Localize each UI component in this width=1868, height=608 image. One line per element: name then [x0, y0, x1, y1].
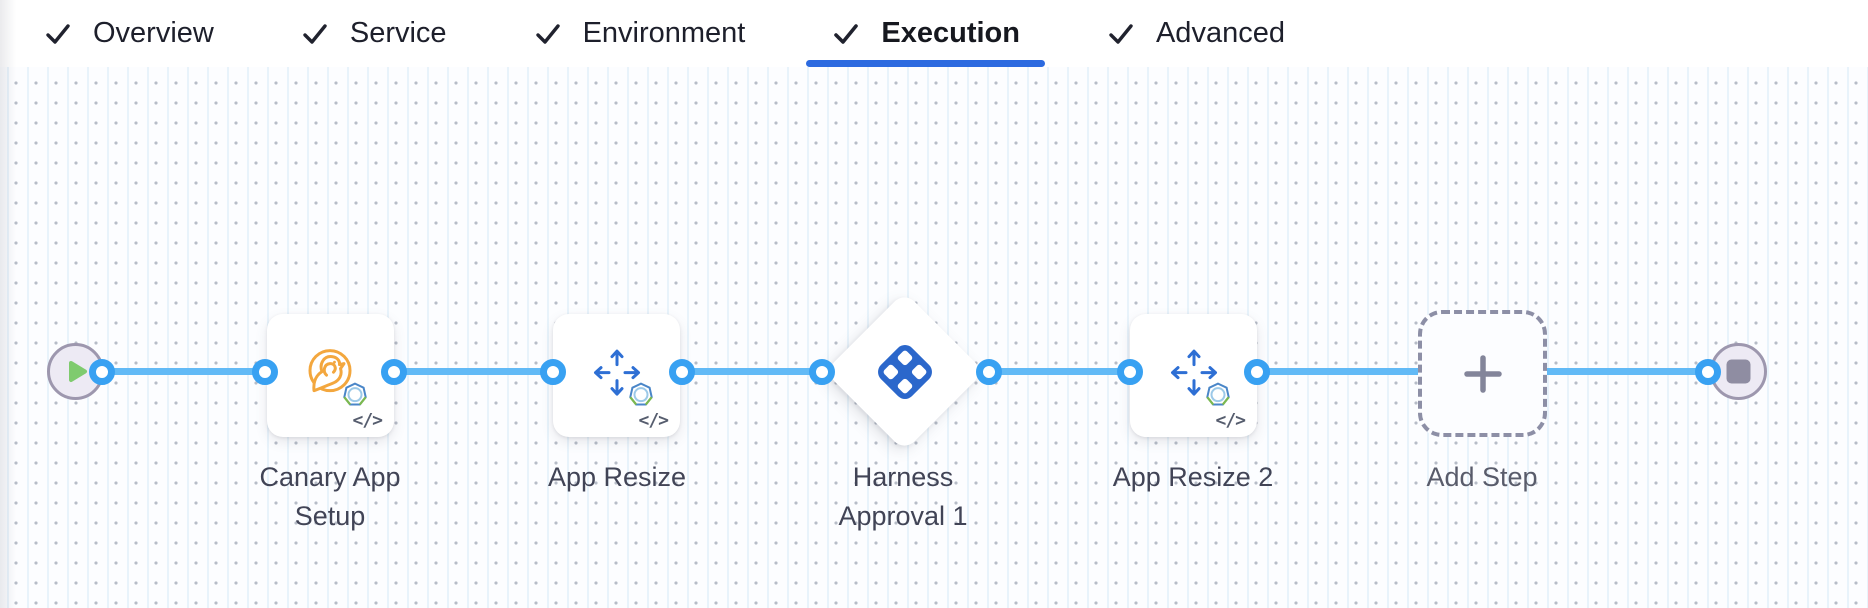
connector-port[interactable]	[89, 359, 115, 385]
code-template-icon: </>	[352, 410, 382, 431]
node-label-canary-app-setup: Canary App Setup	[259, 462, 401, 531]
code-template-icon: </>	[638, 410, 668, 431]
stop-icon	[1726, 359, 1751, 384]
check-icon	[535, 23, 560, 44]
connector-port[interactable]	[381, 359, 407, 385]
check-icon	[1109, 23, 1133, 44]
check-icon	[303, 23, 327, 44]
tab-execution[interactable]: Execution	[804, 0, 1047, 67]
approval-node-harness-approval-1[interactable]	[824, 291, 985, 452]
stage-tabbar: Overview Service Environment Execution A…	[0, 0, 1868, 67]
connector-port[interactable]	[809, 359, 835, 385]
plus-icon	[1463, 354, 1502, 393]
node-label-harness-approval-1: Harness Approval 1	[838, 462, 968, 531]
tab-label: Environment	[582, 17, 746, 49]
step-node-app-resize-2[interactable]: </>	[1130, 314, 1257, 437]
node-label-add-step: Add Step	[1426, 462, 1538, 492]
connector-port[interactable]	[976, 359, 1002, 385]
node-label-app-resize-2: App Resize 2	[1112, 462, 1274, 492]
check-icon	[46, 23, 70, 44]
connector-port[interactable]	[1244, 359, 1270, 385]
node-label-app-resize: App Resize	[547, 462, 687, 492]
left-panel-edge-shadow	[0, 0, 16, 608]
play-icon	[69, 361, 87, 382]
gear-icon	[1205, 381, 1231, 407]
code-template-icon: </>	[1215, 410, 1245, 431]
connector-port[interactable]	[669, 359, 695, 385]
tab-service[interactable]: Service	[273, 0, 474, 67]
step-node-app-resize[interactable]: </>	[553, 314, 680, 437]
resize-arrows-icon	[589, 344, 653, 406]
step-node-canary-app-setup[interactable]: </>	[267, 314, 394, 437]
connector-port[interactable]	[252, 359, 278, 385]
tab-overview[interactable]: Overview	[16, 0, 241, 67]
connector-port[interactable]	[540, 359, 566, 385]
connector-port[interactable]	[1117, 359, 1143, 385]
tab-environment[interactable]: Environment	[506, 0, 773, 67]
add-step-button[interactable]	[1418, 310, 1547, 437]
resize-arrows-icon	[1166, 344, 1230, 406]
start-node	[47, 343, 104, 400]
tab-label: Service	[349, 17, 447, 49]
tab-label: Advanced	[1155, 17, 1285, 49]
tab-label: Overview	[93, 17, 214, 49]
tab-advanced[interactable]: Advanced	[1079, 0, 1312, 67]
connector-port[interactable]	[1695, 359, 1721, 385]
gear-icon	[342, 381, 368, 407]
canary-bird-icon	[303, 344, 367, 406]
gear-icon	[628, 381, 654, 407]
check-icon	[834, 23, 859, 44]
tab-label: Execution	[881, 17, 1020, 49]
